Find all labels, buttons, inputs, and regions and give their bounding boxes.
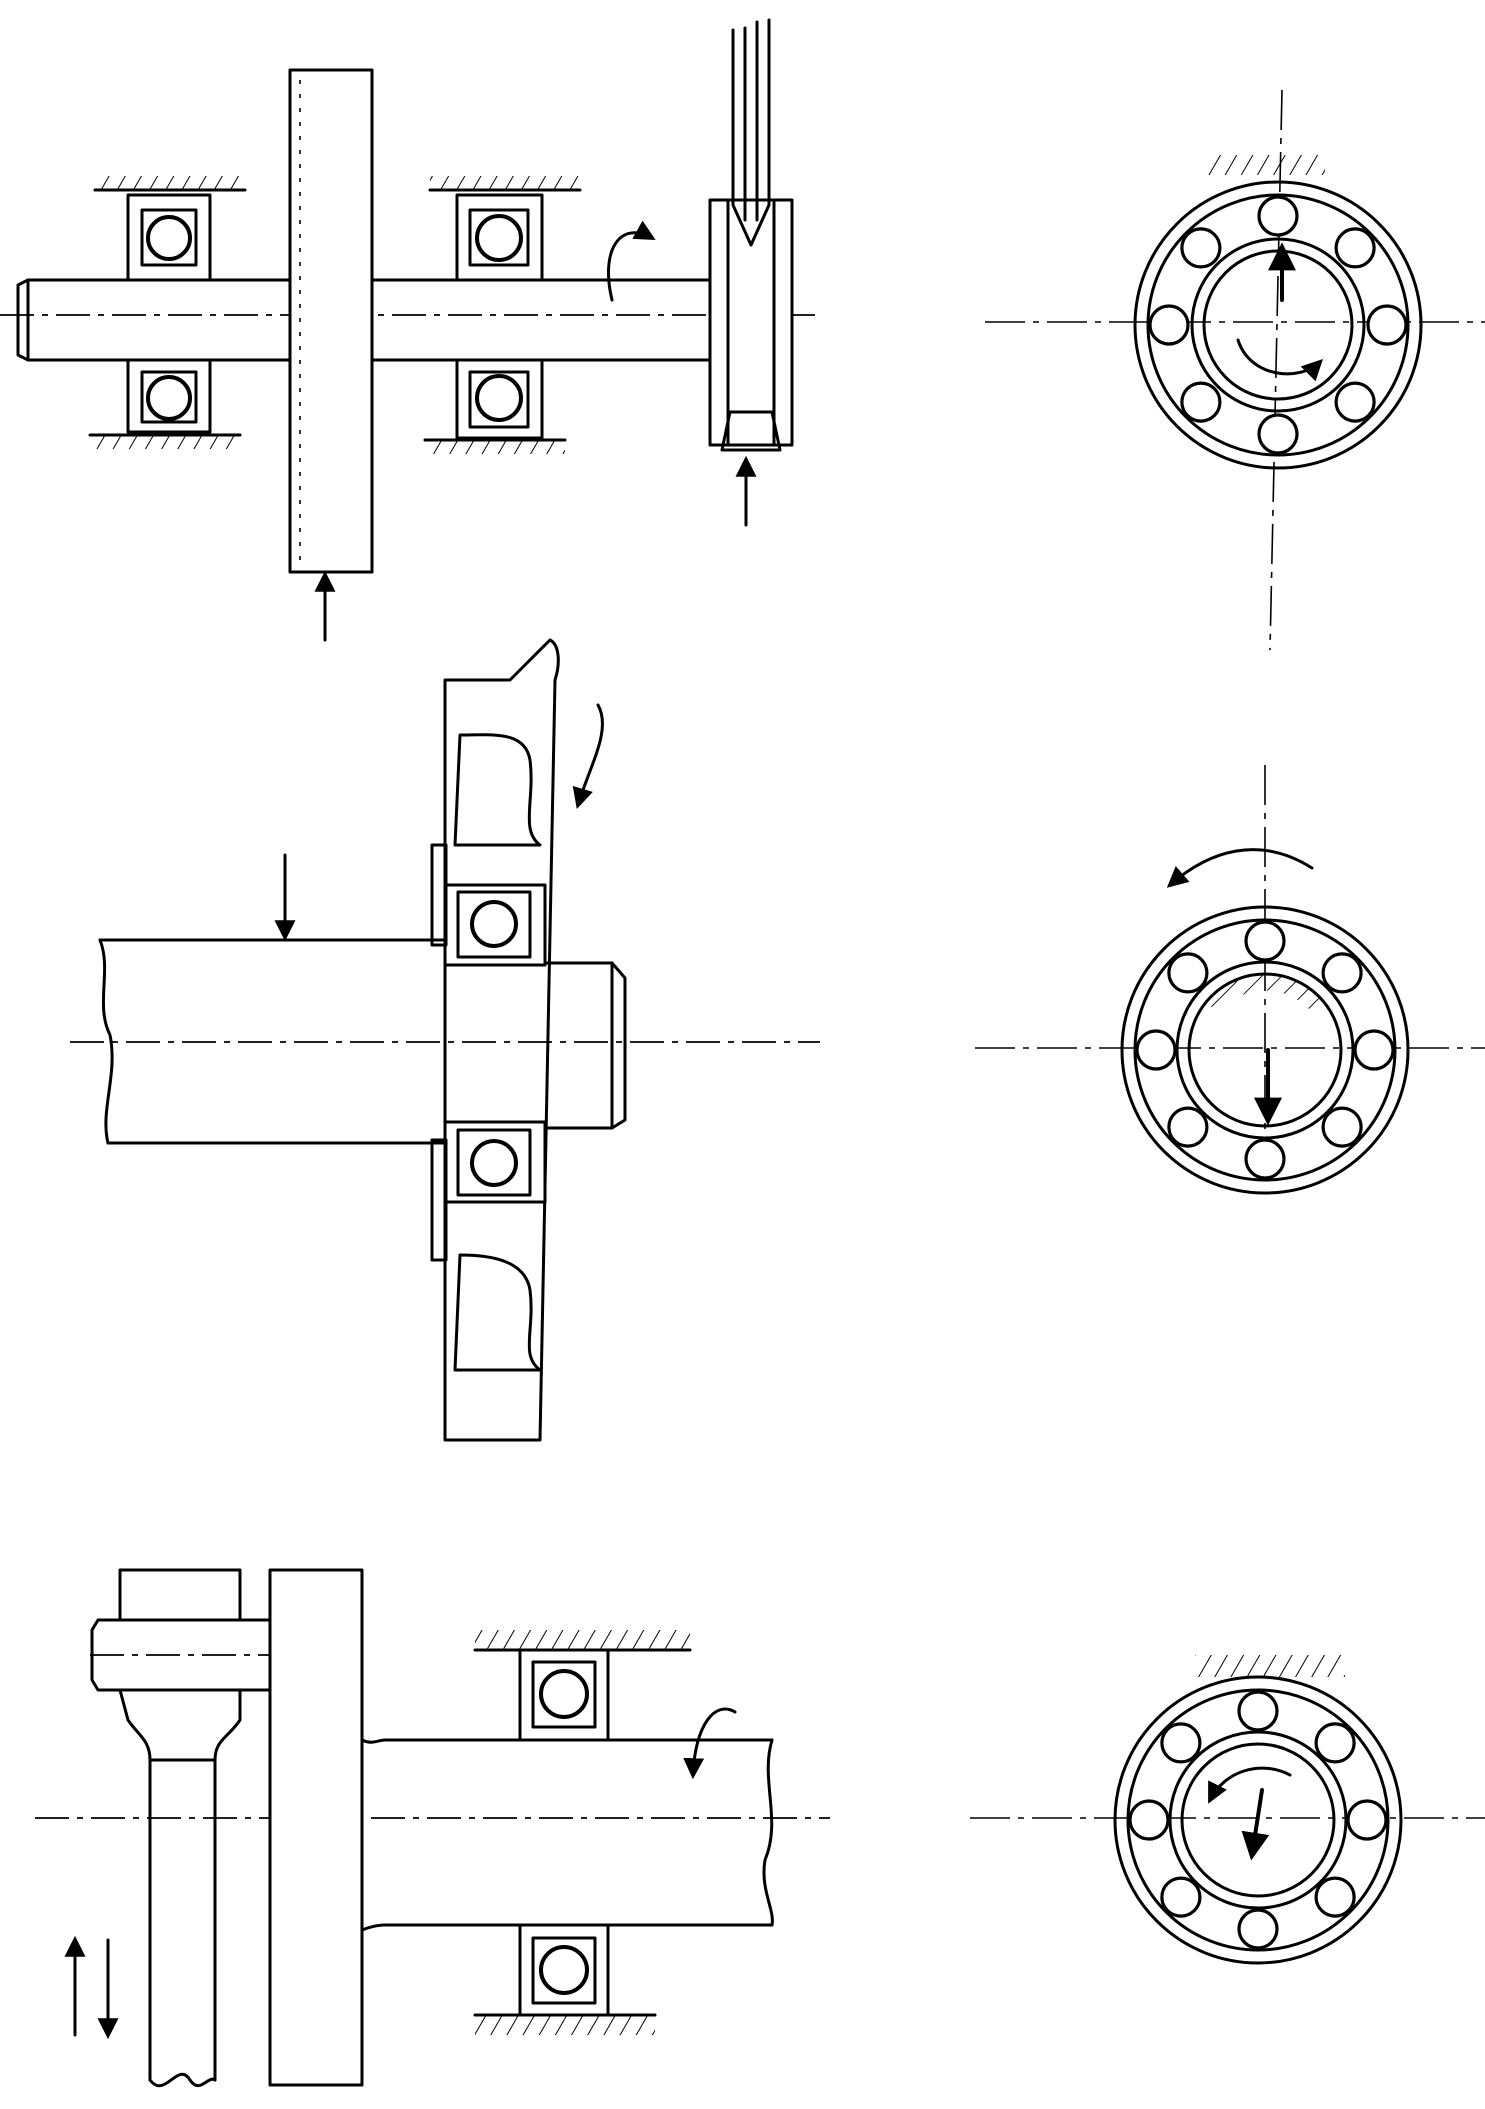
bearing-ball bbox=[1135, 1029, 1177, 1071]
bearing-ball bbox=[1237, 1908, 1279, 1950]
case-1-side-view bbox=[0, 18, 815, 642]
bearing-ball bbox=[1244, 1138, 1286, 1180]
bearing-ball bbox=[1128, 1799, 1170, 1841]
shaft-top bbox=[360, 1738, 774, 1744]
bearing-ball bbox=[1321, 952, 1363, 994]
bearing-right-lower bbox=[423, 358, 567, 454]
bearing-ball bbox=[1334, 381, 1376, 423]
bearing-ball bbox=[1148, 304, 1190, 346]
bearing-ball bbox=[1244, 920, 1286, 962]
shaft-bottom bbox=[360, 1923, 774, 1932]
inner-ring-outer bbox=[1190, 237, 1366, 413]
rotation-arrow bbox=[683, 1707, 737, 1780]
bearing-ball bbox=[1180, 381, 1222, 423]
bearing-ball bbox=[1180, 227, 1222, 269]
bearing-ball bbox=[1314, 1722, 1356, 1764]
bearing-ball bbox=[1366, 304, 1408, 346]
gear bbox=[288, 68, 374, 574]
oscillation-arrow bbox=[1208, 1766, 1292, 1804]
case-2-end-view bbox=[975, 765, 1485, 1195]
bearing-ball bbox=[1346, 1799, 1388, 1841]
outer-ring-inner bbox=[1146, 193, 1410, 457]
inner-ring-inner bbox=[1202, 249, 1354, 401]
shaft-journal bbox=[443, 961, 627, 1130]
bearing-ball bbox=[1160, 1722, 1202, 1764]
bearing-ball bbox=[1237, 1690, 1279, 1732]
case-3-end-view bbox=[970, 1655, 1485, 1965]
connecting-rod bbox=[90, 1568, 295, 2088]
bearing-ball bbox=[1160, 1876, 1202, 1918]
rotation-arrow bbox=[607, 220, 656, 302]
rotation-arrow bbox=[572, 703, 604, 810]
bearing-ball bbox=[1167, 952, 1209, 994]
case-1-end-view bbox=[985, 89, 1485, 651]
shaft-break bbox=[762, 1738, 774, 1927]
outer-ring-outer bbox=[1133, 180, 1423, 470]
case-3-side-view bbox=[35, 1568, 830, 2088]
bearing-ball bbox=[1257, 413, 1299, 455]
bearing-ball bbox=[1257, 195, 1299, 237]
rotation-arrow bbox=[1166, 848, 1314, 888]
bearing-upper bbox=[473, 1630, 692, 1742]
rotation-arrow bbox=[1236, 338, 1323, 382]
bearing-lower bbox=[473, 1923, 657, 2035]
bearing-right-upper bbox=[428, 176, 582, 282]
bearing-ball bbox=[1334, 227, 1376, 269]
hub bbox=[430, 638, 560, 1442]
bearing-ball bbox=[1314, 1876, 1356, 1918]
pulley bbox=[708, 18, 794, 452]
case-2-side-view bbox=[70, 638, 820, 1442]
shaft-break bbox=[98, 938, 114, 1145]
bearing-ball bbox=[1353, 1029, 1395, 1071]
bearing-ball bbox=[1167, 1106, 1209, 1148]
ball-set bbox=[1128, 1690, 1388, 1950]
crank-web bbox=[268, 1568, 364, 2087]
bearing-left-upper bbox=[93, 176, 247, 282]
load-arrow bbox=[1241, 1788, 1270, 1861]
bearing-ball bbox=[1321, 1106, 1363, 1148]
ball-set bbox=[1135, 920, 1395, 1180]
ball-set bbox=[1148, 195, 1408, 455]
bearing-left-lower bbox=[88, 358, 242, 449]
